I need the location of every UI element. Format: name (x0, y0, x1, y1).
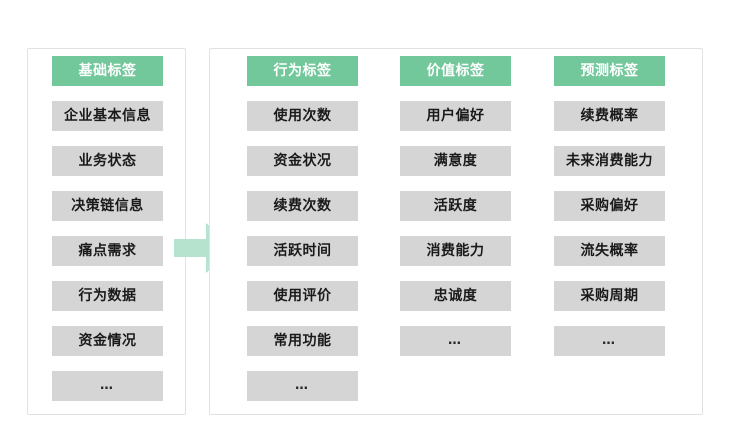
column-behavior: 行为标签 使用次数 资金状况 续费次数 活跃时间 使用评价 常用功能 … (247, 56, 358, 416)
column-header-predict[interactable]: 预测标签 (554, 56, 665, 86)
tag-cell[interactable]: 行为数据 (52, 281, 163, 311)
column-header-behavior[interactable]: 行为标签 (247, 56, 358, 86)
column-header-basic[interactable]: 基础标签 (52, 56, 163, 86)
tag-cell[interactable]: 常用功能 (247, 326, 358, 356)
tag-cell[interactable]: 采购偏好 (554, 191, 665, 221)
tag-cell[interactable]: 续费次数 (247, 191, 358, 221)
tag-cell[interactable]: 采购周期 (554, 281, 665, 311)
tag-cell[interactable]: 使用评价 (247, 281, 358, 311)
tag-cell[interactable]: 满意度 (400, 146, 511, 176)
tag-cell-more[interactable]: … (400, 326, 511, 356)
tag-cell[interactable]: 使用次数 (247, 101, 358, 131)
tag-cell[interactable]: 续费概率 (554, 101, 665, 131)
tag-cell[interactable]: 决策链信息 (52, 191, 163, 221)
tag-cell-more[interactable]: … (554, 326, 665, 356)
tag-cell[interactable]: 活跃度 (400, 191, 511, 221)
column-value: 价值标签 用户偏好 满意度 活跃度 消费能力 忠诚度 … (400, 56, 511, 371)
tag-cell[interactable]: 用户偏好 (400, 101, 511, 131)
tag-cell[interactable]: 业务状态 (52, 146, 163, 176)
tag-cell[interactable]: 资金状况 (247, 146, 358, 176)
tag-cell-more[interactable]: … (52, 371, 163, 401)
column-basic: 基础标签 企业基本信息 业务状态 决策链信息 痛点需求 行为数据 资金情况 … (52, 56, 163, 416)
column-predict: 预测标签 续费概率 未来消费能力 采购偏好 流失概率 采购周期 … (554, 56, 665, 371)
tag-cell[interactable]: 痛点需求 (52, 236, 163, 266)
column-header-value[interactable]: 价值标签 (400, 56, 511, 86)
source-panel: 基础标签 企业基本信息 业务状态 决策链信息 痛点需求 行为数据 资金情况 … (27, 48, 186, 415)
tag-cell[interactable]: 流失概率 (554, 236, 665, 266)
tag-cell[interactable]: 未来消费能力 (554, 146, 665, 176)
tag-cell[interactable]: 资金情况 (52, 326, 163, 356)
tag-cell[interactable]: 活跃时间 (247, 236, 358, 266)
target-panel: 行为标签 使用次数 资金状况 续费次数 活跃时间 使用评价 常用功能 … 价值标… (209, 48, 703, 415)
tag-cell[interactable]: 企业基本信息 (52, 101, 163, 131)
tag-cell[interactable]: 消费能力 (400, 236, 511, 266)
tag-cell-more[interactable]: … (247, 371, 358, 401)
tag-cell[interactable]: 忠诚度 (400, 281, 511, 311)
